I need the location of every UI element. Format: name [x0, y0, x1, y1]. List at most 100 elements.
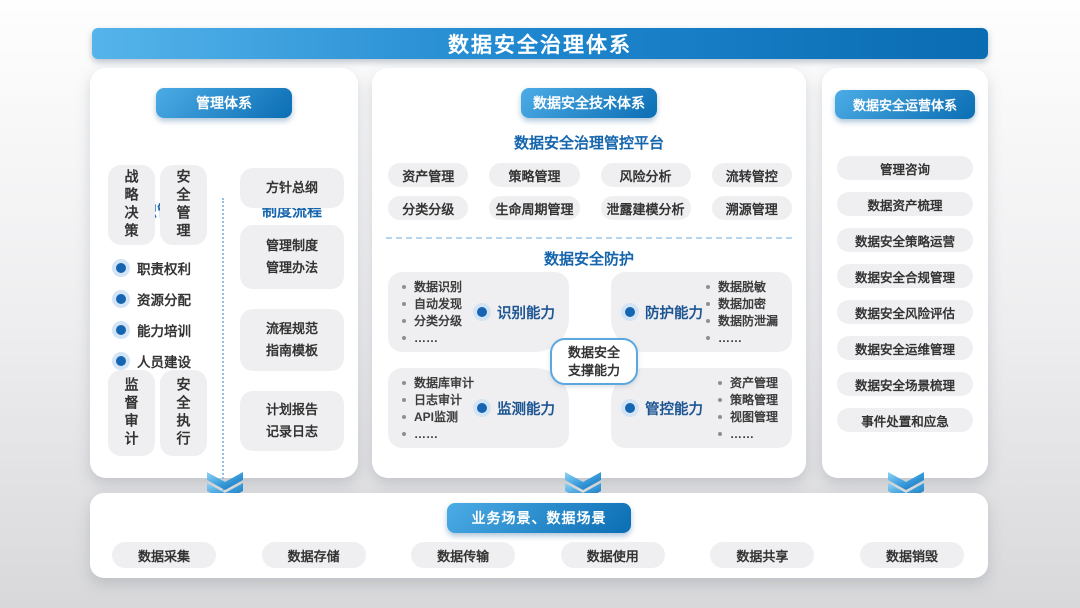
- leak-modeling-chip: 泄露建模分析: [600, 196, 691, 220]
- bullet-dot-icon: [717, 397, 722, 402]
- data-usage-chip: 数据使用: [560, 542, 665, 568]
- list-item: 策略管理: [717, 392, 778, 408]
- bullet-dot-icon: [477, 307, 487, 317]
- box-label: 管理办法: [265, 260, 318, 275]
- strategy-decision-box: 战略决策: [108, 165, 155, 245]
- operation-system-header: 数据安全运营体系: [835, 90, 975, 119]
- operation-system-header-label: 数据安全运营体系: [852, 98, 957, 113]
- list-item: ……: [717, 426, 778, 442]
- classification-chip: 分类分级: [388, 196, 469, 220]
- bullet-dot-icon: [625, 403, 635, 413]
- security-management-box: 安全管理: [160, 165, 207, 245]
- bullet-dot-icon: [402, 380, 406, 385]
- compliance-management-chip: 数据安全合规管理: [837, 264, 973, 288]
- box-label: 计划报告: [265, 401, 318, 417]
- process-spec-box: 流程规范 指南模板: [240, 309, 344, 371]
- list-item: 日志审计: [402, 392, 474, 408]
- list-item-label: 资源分配: [137, 293, 191, 308]
- list-item-label: ……: [414, 426, 438, 441]
- capability-item-list: 数据库审计 日志审计 API监测 ……: [402, 375, 474, 442]
- list-item: 数据防泄漏: [705, 313, 778, 329]
- list-item: 分类分级: [402, 313, 462, 329]
- business-scene-header: 业务场景、数据场景: [447, 503, 631, 533]
- list-item: 职责权利: [112, 258, 191, 278]
- bullet-dot-icon: [717, 431, 722, 436]
- bullet-dot-icon: [705, 301, 710, 306]
- list-item: 资源分配: [112, 289, 191, 309]
- list-item: 视图管理: [717, 409, 778, 425]
- bullet-dot-icon: [402, 335, 406, 340]
- list-item: API监测: [402, 409, 474, 425]
- operation-item-list: 管理咨询 数据资产梳理 数据安全策略运营 数据安全合规管理 数据安全风险评估 数…: [837, 156, 973, 432]
- supervision-audit-box: 监督审计: [108, 370, 155, 456]
- list-item-label: 数据库审计: [414, 375, 475, 390]
- list-item-label: 数据脱敏: [717, 279, 766, 294]
- data-collection-chip: 数据采集: [112, 542, 216, 568]
- box-label: 管理制度: [265, 237, 318, 253]
- technical-system-panel: 数据安全技术体系 数据安全治理管控平台 资产管理 策略管理 风险分析 流转管控 …: [372, 68, 806, 478]
- support-capability-line1: 数据安全: [567, 344, 620, 360]
- bullet-dot-icon: [717, 380, 722, 385]
- title-banner: 数据安全治理体系: [92, 28, 988, 59]
- asset-management-chip: 资产管理: [388, 163, 469, 187]
- incident-response-chip: 事件处置和应急: [837, 408, 973, 432]
- policy-management-chip: 策略管理: [489, 163, 580, 187]
- capability-name: 识别能力: [497, 305, 555, 322]
- risk-analysis-chip: 风险分析: [600, 163, 691, 187]
- capability-item-list: 资产管理 策略管理 视图管理 ……: [717, 375, 778, 442]
- list-item: 自动发现: [402, 296, 462, 312]
- list-item-label: 分类分级: [414, 313, 463, 328]
- policy-operation-chip: 数据安全策略运营: [837, 228, 973, 252]
- list-item-label: 职责权利: [137, 262, 191, 277]
- bullet-dot-icon: [116, 356, 126, 366]
- list-item-label: ……: [414, 330, 438, 345]
- list-item: 数据加密: [705, 296, 778, 312]
- technical-system-header: 数据安全技术体系: [521, 88, 657, 118]
- bullet-dot-icon: [705, 284, 710, 289]
- box-label: 方针总纲: [265, 179, 318, 195]
- bullet-dot-icon: [116, 325, 126, 335]
- page-title: 数据安全治理体系: [448, 33, 632, 57]
- business-scene-header-label: 业务场景、数据场景: [471, 510, 607, 526]
- protection-title: 数据安全防护: [543, 251, 634, 268]
- management-consulting-chip: 管理咨询: [837, 156, 973, 180]
- protect-capability-box: 防护能力 数据脱敏 数据加密 数据防泄漏 ……: [611, 272, 792, 352]
- data-sharing-chip: 数据共享: [710, 542, 815, 568]
- list-item: ……: [402, 330, 462, 346]
- bullet-dot-icon: [402, 284, 406, 289]
- list-item-label: API监测: [414, 409, 459, 424]
- security-execution-box: 安全执行: [160, 370, 207, 456]
- dotted-divider: [222, 198, 224, 526]
- process-box-list: 方针总纲 管理制度 管理办法 流程规范 指南模板 计划报告 记录日志: [240, 168, 344, 451]
- list-item: 数据脱敏: [705, 279, 778, 295]
- capability-item-list: 数据识别 自动发现 分类分级 ……: [402, 279, 462, 346]
- bullet-dot-icon: [705, 335, 710, 340]
- list-item: 人员建设: [112, 351, 191, 371]
- bullet-dot-icon: [402, 414, 406, 419]
- business-scene-panel: 业务场景、数据场景 数据采集 数据存储 数据传输 数据使用 数据共享 数据销毁: [90, 493, 988, 578]
- management-system-header-label: 管理体系: [196, 95, 252, 111]
- bullet-dot-icon: [477, 403, 487, 413]
- list-item-label: 能力培训: [137, 324, 191, 339]
- data-transmission-chip: 数据传输: [411, 542, 516, 568]
- bullet-dot-icon: [116, 294, 126, 304]
- ops-management-chip: 数据安全运维管理: [837, 336, 973, 360]
- list-item: 资产管理: [717, 375, 778, 391]
- policy-outline-box: 方针总纲: [240, 168, 344, 208]
- bullet-dot-icon: [717, 414, 722, 419]
- list-item: 能力培训: [112, 320, 191, 340]
- capability-label: 防护能力: [625, 302, 703, 323]
- monitor-capability-box: 数据库审计 日志审计 API监测 …… 监测能力: [388, 368, 569, 448]
- lifecycle-management-chip: 生命周期管理: [489, 196, 580, 220]
- bullet-dot-icon: [705, 318, 710, 323]
- list-item-label: 策略管理: [729, 392, 778, 407]
- platform-title: 数据安全治理管控平台: [513, 135, 664, 152]
- capability-label: 监测能力: [477, 398, 555, 419]
- traceability-chip: 溯源管理: [711, 196, 792, 220]
- management-system-panel: 管理体系 组织管理 制度流程 战略决策 安全管理 职责权利 资源分配 能力培训: [90, 68, 358, 526]
- technical-system-header-label: 数据安全技术体系: [533, 95, 645, 111]
- platform-function-grid: 资产管理 策略管理 风险分析 流转管控 分类分级 生命周期管理 泄露建模分析 溯…: [388, 163, 792, 220]
- list-item-label: 资产管理: [729, 375, 778, 390]
- capability-name: 管控能力: [645, 401, 703, 418]
